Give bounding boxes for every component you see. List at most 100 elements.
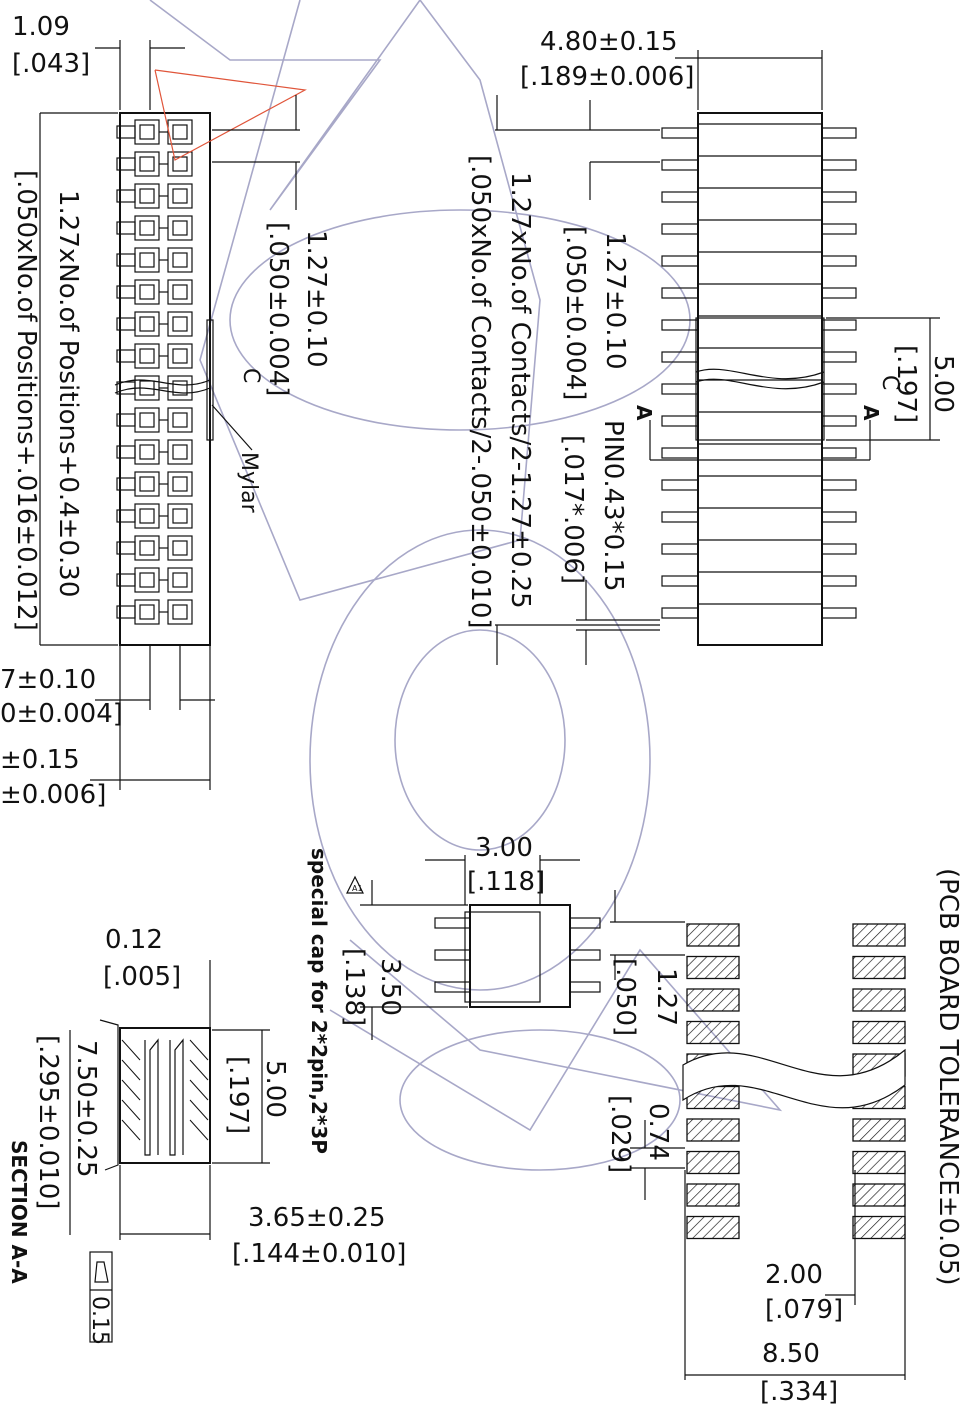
right-pin-right — [821, 447, 857, 459]
pcb-pad-right — [852, 955, 906, 980]
left-contact-a-inner — [139, 124, 155, 140]
left-pitch-dim: 1.27±0.10 — [301, 230, 331, 368]
bottom-left-dim-1-inch: 0±0.004] — [0, 699, 123, 729]
left-contact-a — [134, 119, 160, 145]
right-pin-left — [661, 287, 699, 299]
pcb-pad-left — [686, 1183, 740, 1207]
left-contact-a — [134, 599, 160, 625]
left-contact-b-inner — [172, 380, 188, 396]
cap-rev-triangle: A1 — [352, 884, 363, 893]
right-connector-view — [649, 112, 871, 646]
right-pin-left — [661, 351, 699, 363]
right-pin-left — [661, 319, 699, 331]
pcb-pitch-dim: 1.27 — [651, 968, 681, 1026]
left-contact-a — [134, 567, 160, 593]
right-pin-right — [821, 159, 857, 171]
flatness-value: 0.15 — [87, 1296, 112, 1345]
right-pin-left — [661, 543, 699, 555]
left-contact-b-inner — [172, 124, 188, 140]
left-contact-b — [167, 439, 193, 465]
left-contact-a-inner — [139, 508, 155, 524]
pcb-pad-width-dim-inch: [.029] — [605, 1095, 635, 1173]
left-contact-a — [134, 151, 160, 177]
left-contact-a — [134, 407, 160, 433]
pcb-overall-dim-inch: [.334] — [760, 1377, 838, 1407]
left-contact-b-inner — [172, 444, 188, 460]
bottom-left-dim-2-inch: ±0.006] — [0, 780, 106, 810]
pcb-pad-length-dim-inch: [.079] — [765, 1295, 843, 1325]
center-mark-left: C — [238, 368, 263, 383]
left-contact-a-inner — [139, 348, 155, 364]
section-a-a-view — [69, 960, 270, 1343]
section-0-12-dim-inch: [.005] — [103, 962, 181, 992]
left-contact-a — [134, 535, 160, 561]
left-contact-b — [167, 471, 193, 497]
pcb-pad-left — [686, 988, 740, 1012]
pcb-pad-left — [686, 1020, 740, 1045]
left-contact-b — [167, 567, 193, 593]
section-7-50-dim: 7.50±0.25 — [71, 1040, 101, 1178]
pcb-pad-left — [686, 923, 740, 947]
bottom-left-dim-2: ±0.15 — [0, 745, 80, 775]
left-contact-a — [134, 183, 160, 209]
right-pin-left — [661, 383, 699, 395]
left-contact-a-inner — [139, 316, 155, 332]
left-contact-b — [167, 375, 193, 401]
left-contact-b-inner — [172, 252, 188, 268]
right-pin-left — [661, 255, 699, 267]
left-contact-b — [167, 247, 193, 273]
left-contact-a-inner — [139, 540, 155, 556]
left-contact-b — [167, 599, 193, 625]
right-pin-left — [661, 127, 699, 139]
left-contact-b-inner — [172, 476, 188, 492]
left-contact-b — [167, 535, 193, 561]
pin-size-dim: PIN0.43*0.15 — [598, 420, 628, 592]
left-contact-b-inner — [172, 540, 188, 556]
left-contact-a-inner — [139, 156, 155, 172]
section-3-65-dim-inch: [.144±0.010] — [232, 1239, 406, 1269]
left-contact-a — [134, 247, 160, 273]
pcb-pad-left — [686, 1215, 740, 1240]
left-contact-a-inner — [139, 412, 155, 428]
left-contact-a — [134, 279, 160, 305]
right-pin-right — [821, 127, 857, 139]
pcb-pad-right — [852, 923, 906, 947]
pcb-pad-right — [852, 1020, 906, 1045]
right-pin-left — [661, 479, 699, 491]
contacts-dim: 1.27xNo.of Contacts/2-1.27±0.25 — [505, 172, 535, 609]
left-connector-view — [114, 69, 307, 646]
cap-height-dim: 3.50 — [375, 958, 405, 1016]
left-contact-a — [134, 311, 160, 337]
section-5-00-dim: 5.00 — [260, 1060, 290, 1118]
right-pin-right — [821, 415, 857, 427]
right-pin-left — [661, 511, 699, 523]
section-0-12-dim: 0.12 — [105, 925, 163, 955]
right-pin-right — [821, 255, 857, 267]
bottom-left-dim-1: 7±0.10 — [0, 665, 96, 695]
section-3-65-dim: 3.65±0.25 — [248, 1203, 386, 1233]
right-pin-right — [821, 191, 857, 203]
right-pin-left — [661, 159, 699, 171]
left-contact-a-inner — [139, 444, 155, 460]
right-height-dim-inch: [.197] — [891, 345, 921, 423]
left-contact-b-inner — [172, 220, 188, 236]
left-contact-b-inner — [172, 604, 188, 620]
right-pin-right — [821, 607, 857, 619]
section-5-00-dim-inch: [.197] — [223, 1056, 253, 1134]
top-left-dim: 1.09 — [12, 12, 70, 42]
right-pin-left — [661, 191, 699, 203]
left-contact-b-inner — [172, 284, 188, 300]
left-contact-a — [134, 503, 160, 529]
mylar-label: Mylar — [236, 452, 261, 514]
right-pin-right — [821, 319, 857, 331]
pcb-pad-length-dim: 2.00 — [765, 1260, 823, 1290]
left-contact-a — [134, 343, 160, 369]
top-width-dim-inch: [.189±0.006] — [520, 62, 694, 92]
pcb-pitch-dim-inch: [.050] — [610, 958, 640, 1036]
center-mark-right: C — [877, 375, 902, 390]
right-pin-right — [821, 511, 857, 523]
left-contact-b — [167, 215, 193, 241]
right-pin-right — [821, 383, 857, 395]
right-pin-left — [661, 607, 699, 619]
left-contact-a-inner — [139, 476, 155, 492]
